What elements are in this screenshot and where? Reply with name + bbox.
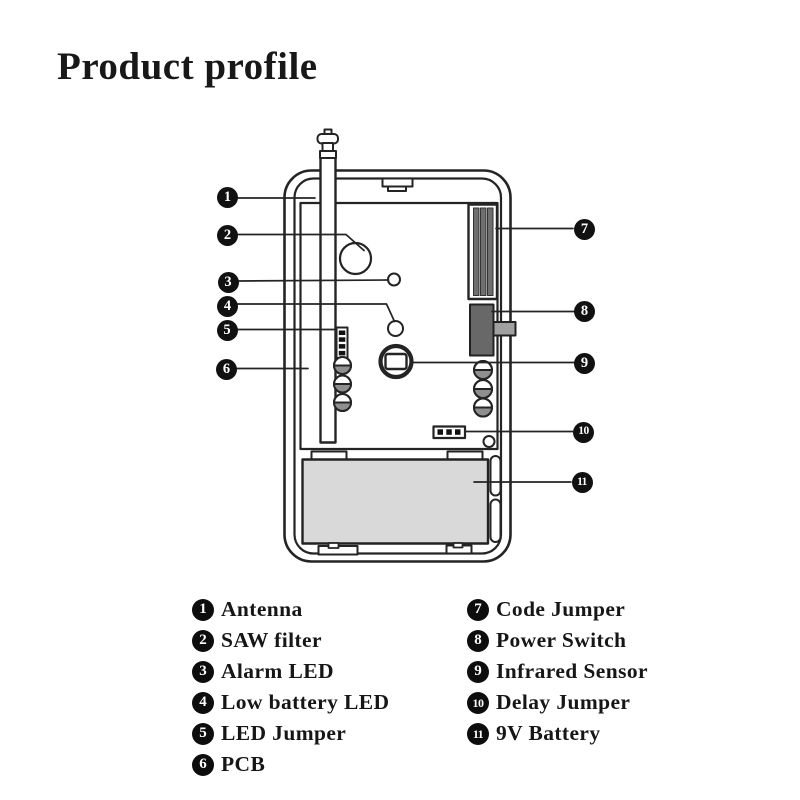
legend-label-saw-filter: SAW filter	[221, 628, 322, 652]
legend-item-alarm-led: 3 Alarm LED	[192, 656, 389, 687]
saw-filter	[338, 241, 373, 276]
legend-item-9v-battery: 11 9V Battery	[467, 718, 648, 749]
legend-right-column: 7 Code Jumper 8 Power Switch 9 Infrared …	[467, 594, 648, 749]
battery	[301, 450, 502, 556]
callout-badge-10: 10	[573, 421, 594, 443]
delay-jumper	[432, 425, 467, 440]
legend-label-delay-jumper: Delay Jumper	[496, 690, 631, 714]
legend-badge-4: 4	[192, 691, 214, 714]
leader-lines	[235, 197, 575, 483]
legend-left-column: 1 Antenna 2 SAW filter 3 Alarm LED 4 Low…	[192, 594, 389, 780]
page-title: Product profile	[57, 45, 318, 88]
case-latch	[381, 177, 414, 188]
legend-badge-7: 7	[467, 598, 489, 621]
legend-badge-6: 6	[192, 753, 214, 776]
legend-label-power-switch: Power Switch	[496, 628, 627, 652]
infrared-sensor	[378, 343, 414, 380]
antenna	[316, 128, 339, 444]
callout-badge-4: 4	[217, 295, 238, 317]
legend-item-power-switch: 8 Power Switch	[467, 625, 648, 656]
callout-badge-9: 9	[574, 352, 595, 374]
legend-badge-3: 3	[192, 660, 214, 683]
callout-badge-5: 5	[216, 319, 238, 341]
legend-badge-5: 5	[192, 722, 214, 745]
legend-label-led-jumper: LED Jumper	[221, 721, 347, 745]
callout-badge-7: 7	[574, 218, 595, 240]
legend-item-pcb: 6 PCB	[192, 749, 389, 780]
legend-label-low-battery-led: Low battery LED	[221, 690, 390, 714]
legend-badge-1: 1	[192, 598, 214, 621]
battery-clip	[489, 455, 502, 497]
legend-badge-8: 8	[467, 629, 489, 652]
legend-label-9v-battery: 9V Battery	[496, 721, 601, 745]
legend-item-led-jumper: 5 LED Jumper	[192, 718, 389, 749]
legend-label-code-jumper: Code Jumper	[496, 597, 626, 621]
right-capacitors	[473, 360, 493, 418]
legend-label-alarm-led: Alarm LED	[221, 659, 334, 683]
callout-badge-6: 6	[216, 358, 237, 380]
diagram-linework	[235, 128, 575, 563]
code-jumper	[467, 203, 499, 301]
power-switch	[469, 303, 517, 357]
legend-item-code-jumper: 7 Code Jumper	[467, 594, 648, 625]
legend-badge-9: 9	[467, 660, 489, 683]
legend-badge-10: 10	[467, 691, 489, 714]
legend-badge-2: 2	[192, 629, 214, 652]
left-capacitors	[333, 356, 352, 412]
legend-item-saw-filter: 2 SAW filter	[192, 625, 389, 656]
mounting-hole	[482, 435, 496, 448]
legend-label-pcb: PCB	[221, 752, 266, 776]
legend-label-antenna: Antenna	[221, 597, 303, 621]
legend-item-delay-jumper: 10 Delay Jumper	[467, 687, 648, 718]
legend-item-infrared-sensor: 9 Infrared Sensor	[467, 656, 648, 687]
low-battery-led	[387, 320, 404, 337]
led-jumper	[335, 326, 349, 359]
legend-label-infrared-sensor: Infrared Sensor	[496, 659, 648, 683]
legend-item-antenna: 1 Antenna	[192, 594, 389, 625]
callout-badge-11: 11	[571, 472, 593, 493]
callout-badge-1: 1	[217, 186, 238, 208]
callout-badge-2: 2	[217, 224, 238, 246]
alarm-led	[387, 272, 401, 287]
callout-badge-3: 3	[217, 271, 239, 293]
legend-item-low-battery-led: 4 Low battery LED	[192, 687, 389, 718]
legend-badge-11: 11	[467, 722, 489, 745]
callout-badge-8: 8	[574, 301, 595, 322]
